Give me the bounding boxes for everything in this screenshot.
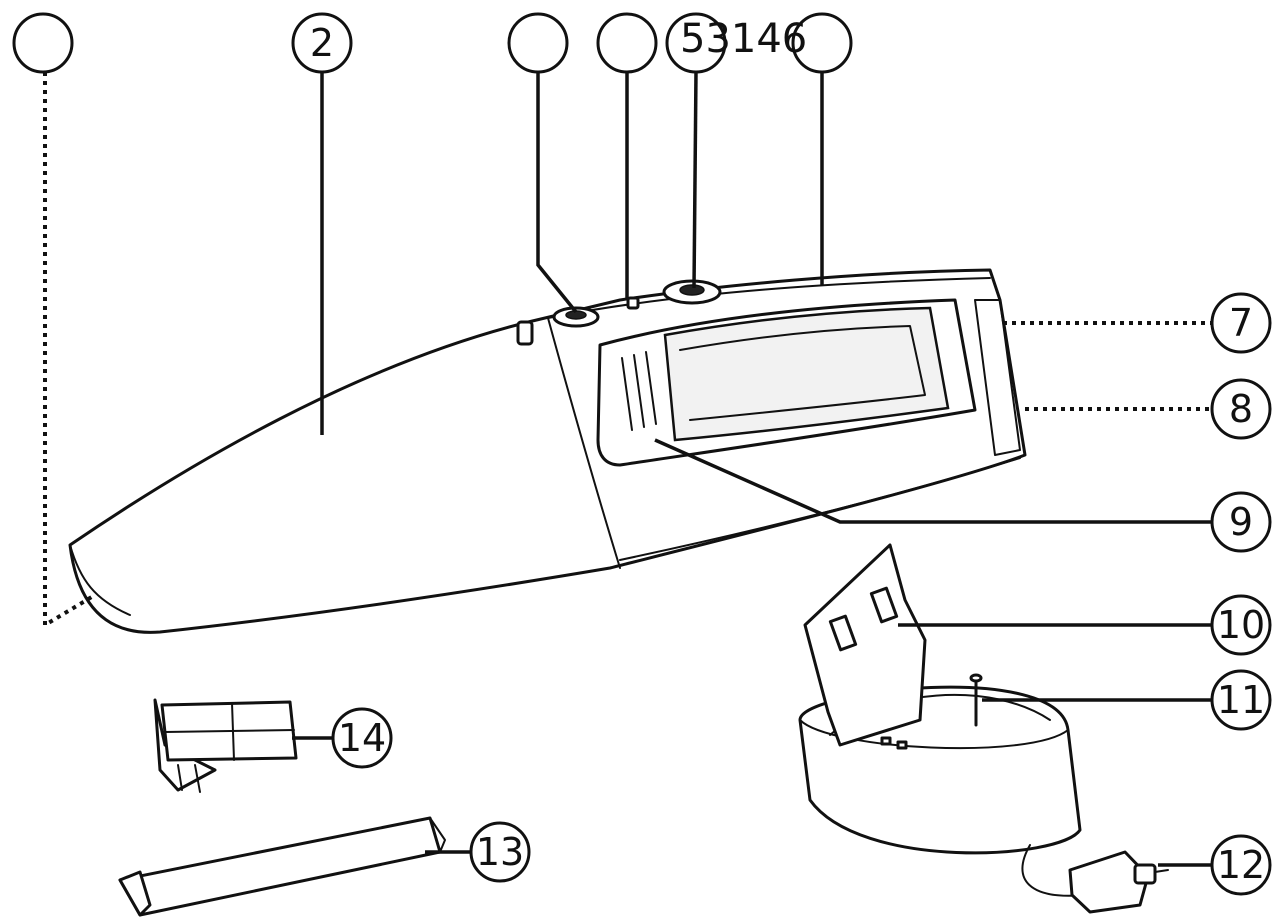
callouts: 2 53146 7 8 9 [12, 12, 1272, 896]
callout-2: 2 [291, 12, 353, 74]
crevice-nozzle-edge [429, 817, 446, 853]
air-vents [621, 351, 657, 431]
mount-slot-1 [828, 614, 858, 652]
callout-11: 11 [1210, 669, 1272, 731]
callout-1 [12, 12, 74, 74]
nozzle-lower-edge [69, 544, 131, 616]
callout-8: 8 [1210, 378, 1272, 440]
charging-base [798, 543, 1082, 855]
adapter-cable [1021, 844, 1086, 897]
callout-12-label: 12 [1217, 843, 1265, 887]
callout-9: 9 [1210, 491, 1272, 553]
filter-mid-line [164, 729, 295, 733]
leader-lines [43, 71, 1212, 867]
callout-10-label: 10 [1217, 603, 1265, 647]
callout-12: 12 [1210, 834, 1272, 896]
body-lower-line [619, 457, 1021, 561]
callout-2-label: 2 [310, 21, 334, 65]
filter-legs [177, 764, 201, 793]
callout-4 [596, 12, 658, 74]
charging-indicator [626, 296, 640, 310]
leader-1 [43, 72, 97, 629]
callout-3 [507, 12, 569, 74]
adapter-prong [1154, 869, 1169, 873]
release-latch [516, 320, 534, 346]
power-button-top [565, 310, 587, 320]
leader-5 [692, 71, 698, 289]
filter-frame [153, 698, 217, 792]
crevice-nozzle-opening [118, 870, 152, 917]
leader-9 [654, 438, 1212, 524]
callout-5 [665, 12, 727, 74]
adapter-body [1068, 850, 1150, 914]
release-knob-center [679, 284, 705, 296]
leader-3 [536, 72, 578, 314]
callout-6 [791, 12, 853, 74]
handheld-vacuum [68, 268, 1027, 634]
container-seam [547, 317, 621, 569]
callout-14-label: 14 [338, 716, 386, 760]
callout-10: 10 [1210, 594, 1272, 656]
crevice-nozzle [118, 816, 446, 917]
back-panel [974, 299, 1021, 456]
base-rim [799, 719, 1069, 750]
wall-mount-plate [803, 543, 927, 747]
callout-7-label: 7 [1229, 301, 1253, 345]
power-adapter [1021, 844, 1169, 914]
housing-top-edge [547, 277, 991, 319]
callout-13: 13 [469, 821, 531, 883]
crevice-nozzle-body [118, 816, 442, 917]
callout-9-label: 9 [1229, 500, 1253, 544]
callout-13-label: 13 [476, 830, 524, 874]
adapter-plug [1133, 863, 1157, 885]
base-contact-2 [896, 740, 908, 750]
mount-slot-2 [869, 586, 899, 624]
callout-14: 14 [331, 707, 393, 769]
handle-grip-inner [679, 325, 926, 421]
callout-8-label: 8 [1229, 387, 1253, 431]
header-number: 53146 [680, 16, 807, 62]
charging-pin-top [969, 673, 983, 683]
callout-7: 7 [1210, 292, 1272, 354]
base-contact-1 [880, 736, 892, 746]
filter [153, 698, 298, 793]
callout-11-label: 11 [1217, 678, 1265, 722]
